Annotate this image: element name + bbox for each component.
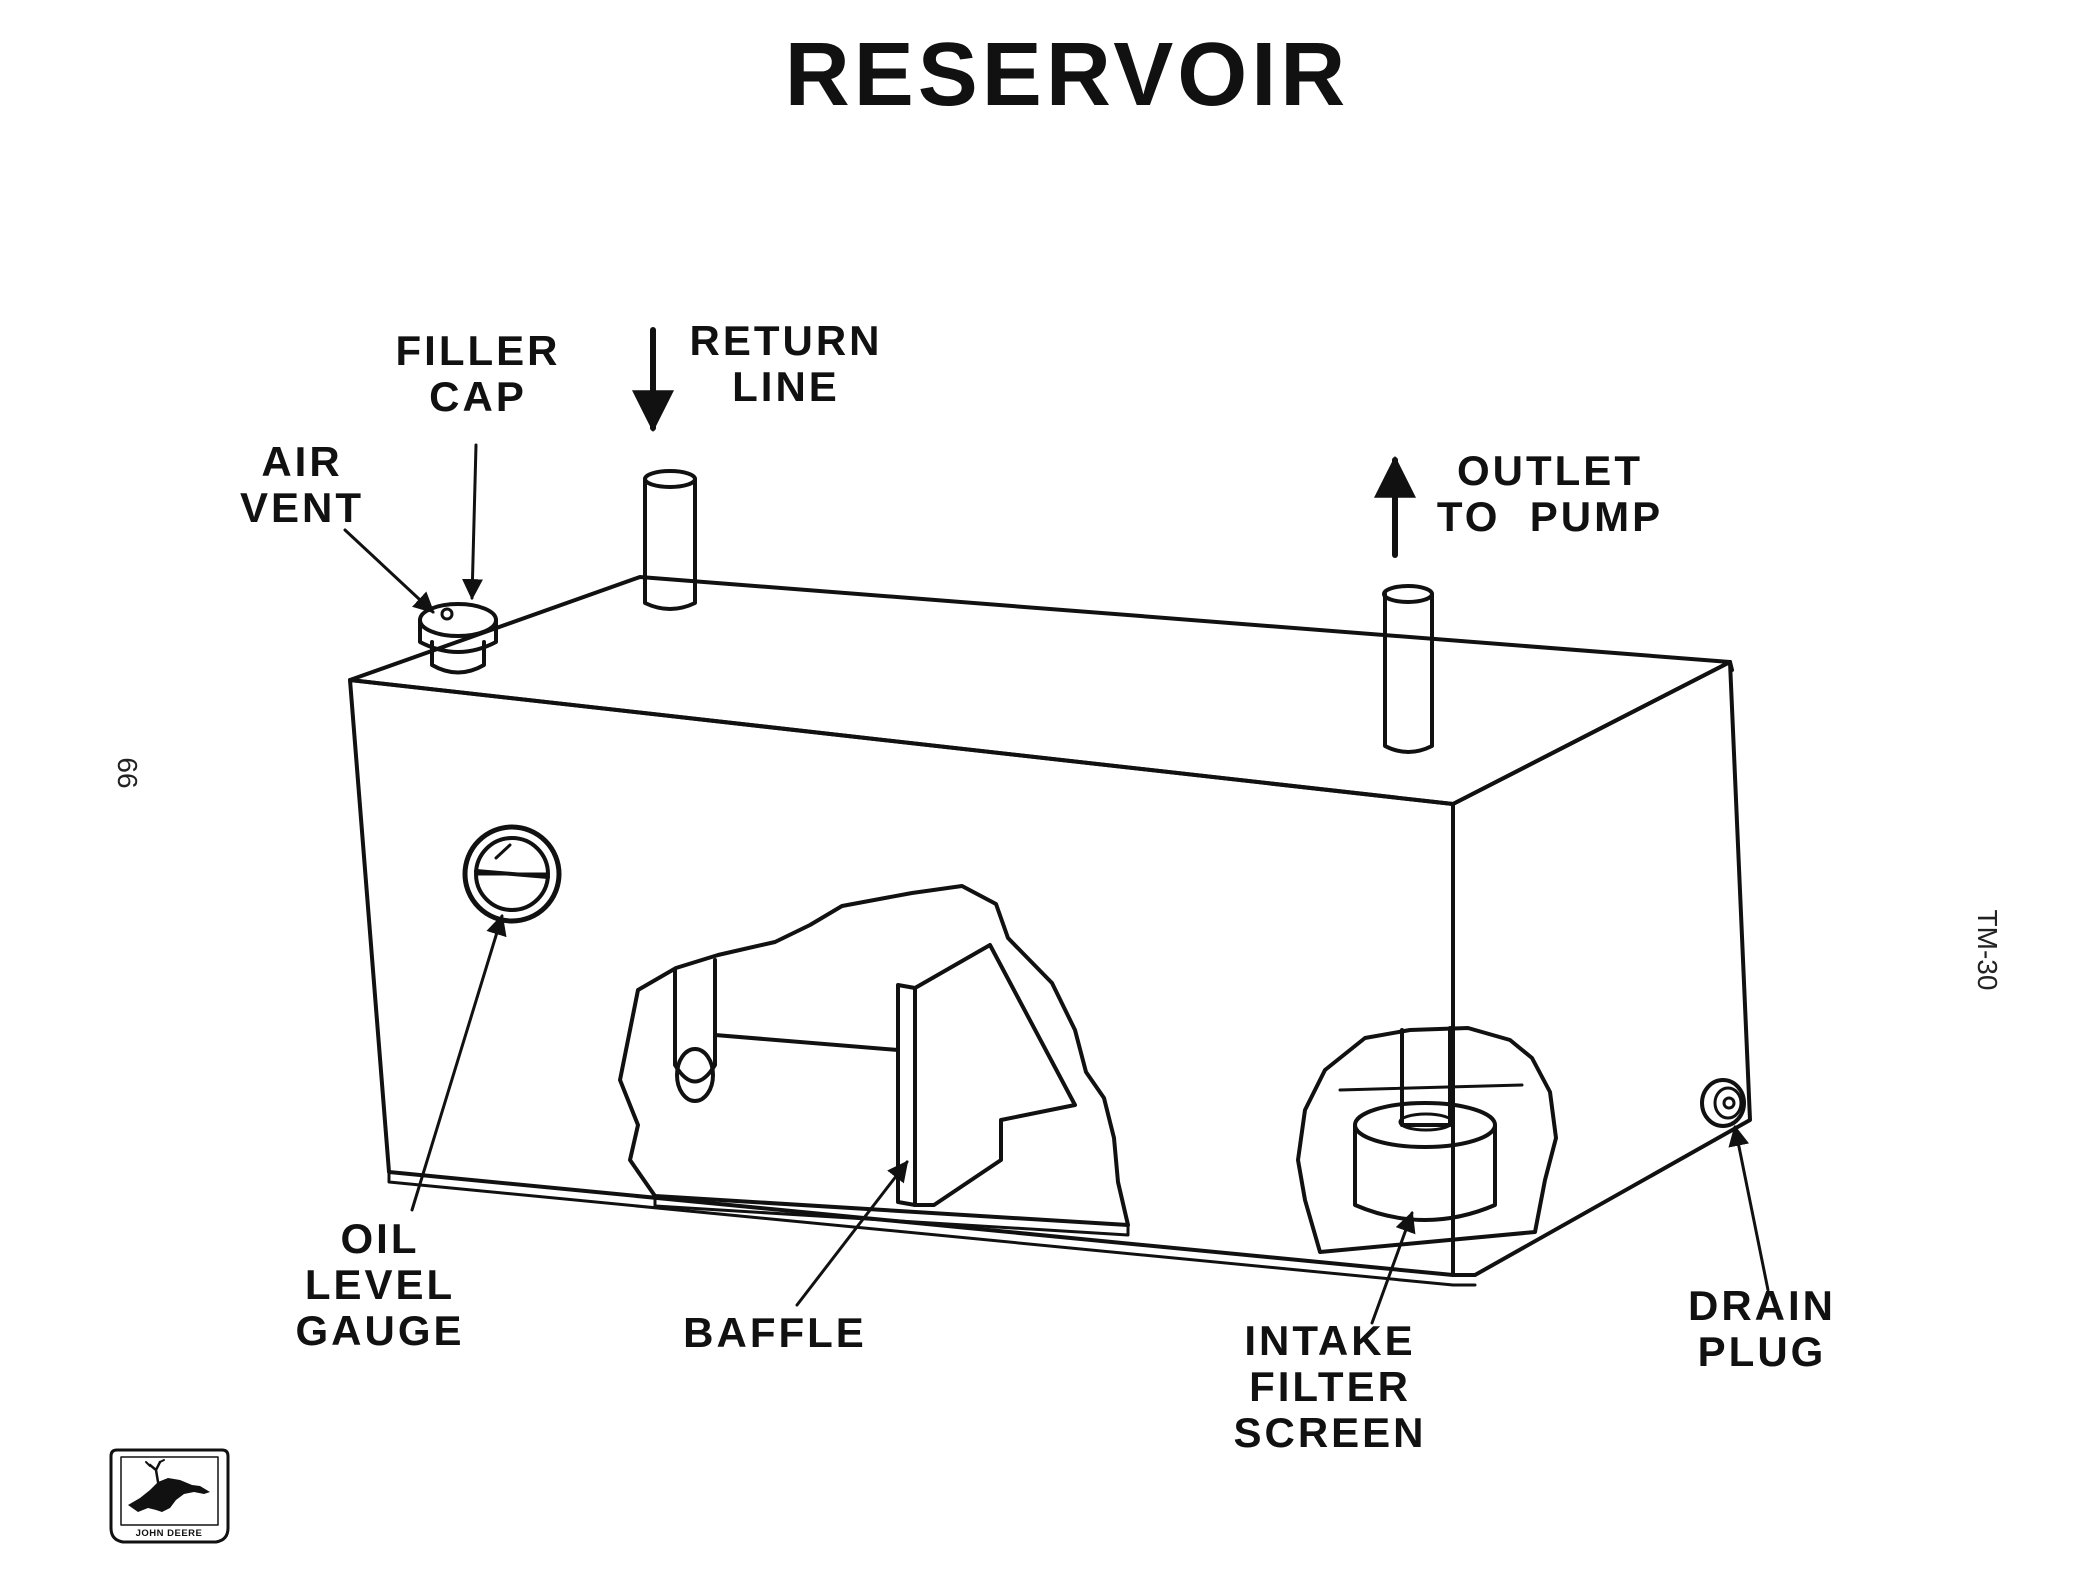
oil-level-gauge-leader	[410, 913, 507, 1212]
svg-text:GAUGE: GAUGE	[295, 1307, 464, 1354]
svg-text:OIL: OIL	[341, 1215, 420, 1262]
svg-text:SCREEN: SCREEN	[1233, 1409, 1426, 1456]
intake-filter-leader	[1370, 1211, 1416, 1325]
logo-text: JOHN DEERE	[136, 1528, 203, 1539]
svg-text:FILLER: FILLER	[396, 327, 561, 374]
tank-side-face	[1451, 660, 1752, 1277]
baffle-leader	[795, 1160, 909, 1307]
page-number: 66	[112, 757, 143, 788]
tank-front-face	[348, 678, 1455, 1277]
svg-text:VENT: VENT	[240, 484, 364, 531]
label-baffle: BAFFLE	[683, 1309, 867, 1356]
return-line-pipe	[643, 469, 697, 611]
deer-icon	[128, 1459, 210, 1512]
drain-plug	[1700, 1078, 1746, 1128]
svg-text:LINE: LINE	[732, 363, 840, 410]
svg-text:INTAKE: INTAKE	[1244, 1317, 1415, 1364]
svg-text:OUTLET: OUTLET	[1457, 447, 1643, 494]
label-air-vent: AIR VENT	[240, 438, 364, 531]
drain-plug-leader	[1728, 1124, 1770, 1292]
page-title: RESERVOIR	[785, 25, 1350, 125]
filler-cap	[418, 602, 498, 675]
label-filler-cap: FILLER CAP	[396, 327, 561, 420]
baffle-plate	[913, 943, 1077, 1207]
svg-text:RETURN: RETURN	[690, 317, 883, 364]
svg-text:TO PUMP: TO PUMP	[1437, 493, 1663, 540]
intake-filter-screen	[1353, 1123, 1497, 1222]
label-drain-plug: DRAIN PLUG	[1688, 1282, 1836, 1375]
oil-level-gauge	[462, 824, 562, 924]
john-deere-logo: JOHN DEERE	[109, 1448, 230, 1544]
svg-text:FILTER: FILTER	[1249, 1363, 1411, 1410]
svg-text:PLUG: PLUG	[1698, 1328, 1827, 1375]
reservoir-tank	[348, 575, 1752, 1287]
label-outlet-to-pump: OUTLET TO PUMP	[1437, 447, 1663, 540]
svg-text:AIR: AIR	[261, 438, 342, 485]
label-oil-level-gauge: OIL LEVEL GAUGE	[295, 1215, 464, 1354]
baffle-cutaway	[618, 884, 1130, 1237]
svg-text:LEVEL: LEVEL	[305, 1261, 455, 1308]
svg-text:DRAIN: DRAIN	[1688, 1282, 1836, 1329]
document-code: TM-30	[1972, 910, 2003, 991]
outlet-pipe	[1382, 584, 1434, 754]
svg-text:BAFFLE: BAFFLE	[683, 1309, 867, 1356]
svg-text:CAP: CAP	[429, 373, 527, 420]
label-return-line: RETURN LINE	[690, 317, 883, 410]
air-vent-leader	[343, 528, 435, 614]
filler-cap-leader	[461, 443, 483, 601]
label-intake-filter-screen: INTAKE FILTER SCREEN	[1233, 1317, 1426, 1456]
air-vent-hole	[440, 607, 454, 621]
filter-cutaway	[1296, 1026, 1558, 1254]
